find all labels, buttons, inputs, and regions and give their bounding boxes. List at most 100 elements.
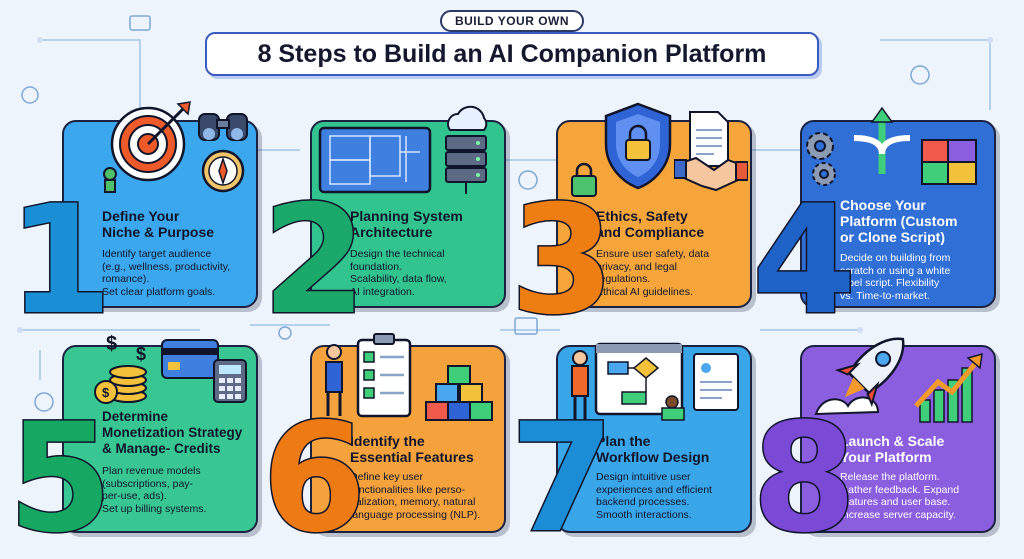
credit-card-icon	[161, 339, 219, 379]
desc-line: Set up billing systems.	[102, 502, 207, 515]
desc-line: AI integration.	[350, 285, 415, 298]
coins-icon: $ $ $	[94, 333, 147, 404]
step-description: Decide on building from scratch or using…	[840, 252, 988, 302]
step-title-line: Workflow Design	[596, 449, 710, 465]
desc-line: scratch or using a white	[840, 264, 951, 277]
step-title-line: & Manage- Credits	[102, 441, 221, 456]
padlock-icon	[571, 162, 597, 197]
arrows-icon	[853, 106, 911, 174]
desc-line: Release the platform.	[840, 471, 940, 483]
step-number-7: 7	[508, 392, 615, 559]
step-number-4: 4	[750, 174, 857, 348]
step-title: Planning System Architecture	[350, 208, 498, 240]
desc-line: language processing (NLP).	[350, 508, 481, 521]
header: BUILD YOUR OWN 8 Steps to Build an AI Co…	[205, 10, 819, 76]
desc-line: foundation.	[350, 260, 402, 273]
step-number-5: 5	[6, 392, 113, 559]
step-number-3: 3	[508, 174, 615, 348]
step-title-line: Define Your	[102, 208, 180, 224]
step-title-line: Determine	[102, 409, 169, 424]
step-title-line: Niche & Purpose	[102, 224, 215, 240]
desc-line: Decide on building from	[840, 252, 951, 264]
desc-line: Smooth interactions.	[596, 508, 692, 521]
checklist-icon	[325, 333, 412, 418]
desc-line: (subscriptions, pay-	[102, 477, 194, 490]
desc-line: romance).	[102, 273, 150, 285]
desc-line: per-use, ads).	[102, 490, 167, 502]
step-card-4: Choose Your Platform (Custom or Clone Sc…	[800, 120, 996, 308]
desc-line: regulations.	[596, 273, 651, 285]
step-description: Ensure user safety, data privacy, and le…	[596, 248, 744, 298]
desc-line: Identify target audience	[102, 248, 212, 260]
shield-lock-icon	[604, 102, 672, 190]
desc-line: privacy, and legal	[596, 260, 677, 273]
desc-line: features and user base.	[840, 496, 951, 508]
step-description: Design intuitive user experiences and ef…	[596, 471, 744, 521]
desc-line: Define key user	[350, 471, 423, 483]
desc-line: Ensure user safety, data	[596, 248, 710, 260]
step-title-line: Choose Your	[840, 197, 926, 213]
page-title: 8 Steps to Build an AI Companion Platfor…	[257, 40, 767, 68]
step-title: Launch & Scale Your Platform	[840, 433, 988, 465]
step-number-1: 1	[6, 174, 113, 348]
blueprint-icon	[318, 126, 432, 194]
step-description: Plan revenue models (subscriptions, pay-…	[102, 465, 250, 515]
dollar-icon	[34, 392, 54, 412]
workflow-screen-icon	[571, 342, 739, 421]
step-title-line: Launch & Scale	[840, 433, 945, 449]
target-icon	[103, 101, 191, 193]
desc-line: Plan revenue models	[102, 465, 201, 477]
step-title-line: Platform (Custom	[840, 213, 958, 229]
desc-line: Ethical AI guidelines.	[596, 285, 693, 298]
desc-line: vs. Time-to-market.	[840, 289, 930, 302]
desc-line: (e.g., wellness, productivity,	[102, 260, 231, 273]
binoculars-icon	[198, 113, 248, 141]
desc-line: Set clear platform goals.	[102, 285, 216, 298]
svg-text:$: $	[136, 344, 146, 364]
step-card-5: Determine Monetization Strategy & Manage…	[62, 345, 258, 533]
step-title: Define Your Niche & Purpose	[102, 208, 250, 240]
shield-check-icon	[518, 170, 538, 190]
svg-text:$: $	[106, 333, 117, 355]
desc-line: Design the technical	[350, 248, 445, 260]
svg-text:$: $	[102, 385, 110, 400]
network-icon	[278, 326, 292, 340]
step-number-2: 2	[260, 174, 367, 348]
desc-line: experiences and efficient	[596, 483, 712, 496]
title-box: 8 Steps to Build an AI Companion Platfor…	[205, 32, 819, 76]
step-title: Choose Your Platform (Custom or Clone Sc…	[840, 197, 988, 245]
step-title-line: Plan the	[596, 433, 651, 449]
step-title-line: Planning System	[350, 208, 463, 224]
compass-icon	[201, 149, 245, 193]
gears-icon	[806, 132, 836, 186]
step-title-line: or Clone Script)	[840, 229, 946, 245]
step-title-line: and Compliance	[596, 224, 705, 240]
step-title-line: Your Platform	[840, 449, 932, 465]
calculator-icon	[213, 359, 247, 403]
circuit-line	[880, 39, 991, 110]
server-cloud-icon	[445, 105, 488, 194]
document-icon	[689, 111, 729, 167]
step-title: Identify the Essential Features	[350, 433, 498, 465]
rocket-icon	[814, 337, 905, 416]
desc-line: label script. Flexibility	[840, 277, 940, 289]
desc-line: functionalities like perso-	[350, 483, 465, 496]
step-title-line: Identify the	[350, 433, 425, 449]
header-badge: BUILD YOUR OWN	[440, 10, 584, 32]
desc-line: Increase server capacity.	[840, 508, 956, 521]
growth-chart-icon	[914, 352, 983, 423]
step-title-line: Essential Features	[350, 449, 474, 465]
desc-line: Scalability, data flow,	[350, 273, 447, 285]
people-icon	[910, 65, 930, 85]
step-title: Determine Monetization Strategy & Manage…	[102, 409, 250, 457]
step-description: Identify target audience (e.g., wellness…	[102, 248, 250, 298]
step-title-line: Ethics, Safety	[596, 208, 688, 224]
desc-line: Design intuitive user	[596, 471, 691, 483]
chart-screen-icon	[514, 317, 538, 335]
step-description: Release the platform. Gather feedback. E…	[840, 471, 988, 521]
puzzle-icon	[921, 139, 977, 185]
step-title: Ethics, Safety and Compliance	[596, 208, 744, 240]
circuit-line	[40, 39, 141, 110]
handshake-icon	[674, 156, 748, 192]
step-title: Plan the Workflow Design	[596, 433, 744, 465]
